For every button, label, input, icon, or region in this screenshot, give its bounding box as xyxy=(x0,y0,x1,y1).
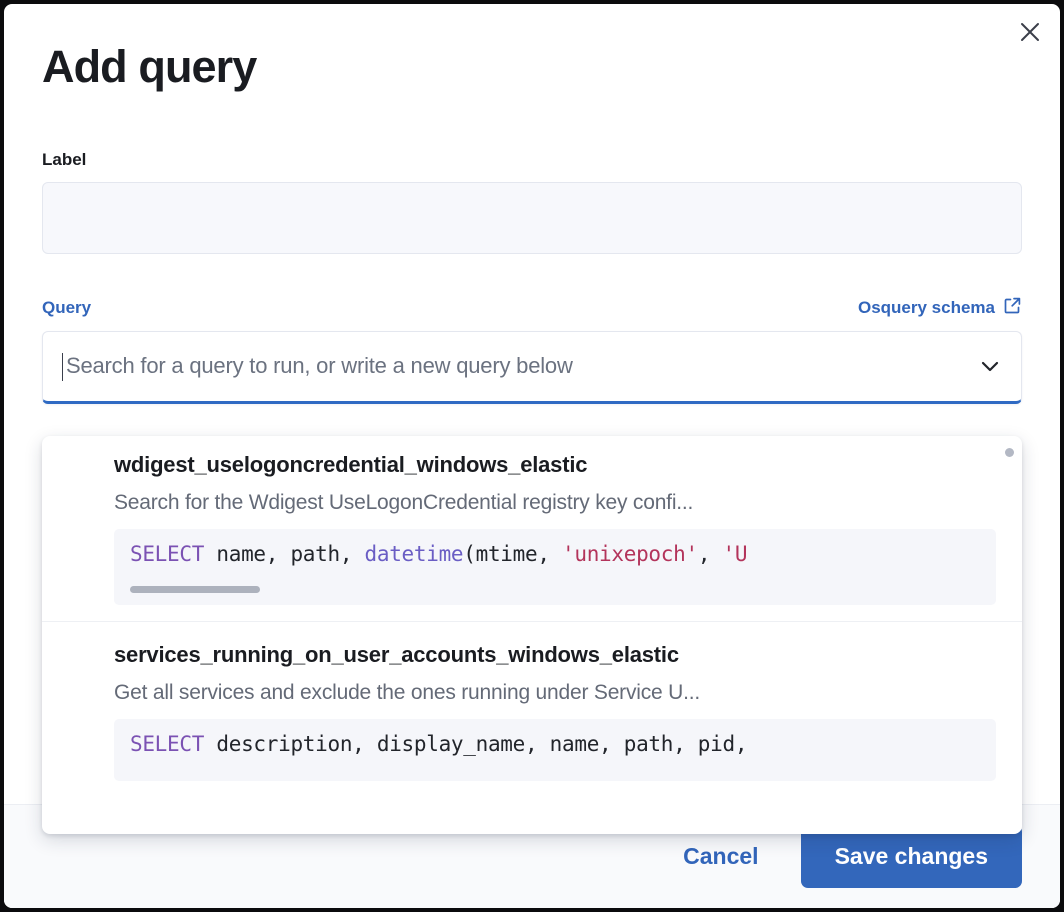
add-query-modal: Add query Label Query Osquery schema xyxy=(4,4,1060,908)
list-item[interactable]: services_running_on_user_accounts_window… xyxy=(42,621,1022,781)
close-icon-button[interactable] xyxy=(1012,14,1048,50)
query-combobox-wrapper: Search for a query to run, or write a ne… xyxy=(42,330,1022,404)
option-description: Get all services and exclude the ones ru… xyxy=(114,681,701,704)
dropdown-scroll-indicator[interactable] xyxy=(1005,448,1014,457)
save-changes-button[interactable]: Save changes xyxy=(800,825,1022,888)
label-input[interactable] xyxy=(42,181,1022,254)
page-title: Add query xyxy=(42,41,257,92)
code-line: SELECT description, display_name, name, … xyxy=(130,732,748,756)
osquery-schema-link-label: Osquery schema xyxy=(857,297,995,317)
modal-header: Add query xyxy=(4,4,1060,92)
query-section-header: Query Osquery schema xyxy=(42,296,1022,320)
option-title: wdigest_uselogoncredential_windows_elast… xyxy=(114,452,588,477)
label-field-label: Label xyxy=(42,149,87,169)
code-line: SELECT name, path, datetime(mtime, 'unix… xyxy=(130,542,748,566)
modal-body: Label Query Osquery schema Search for a … xyxy=(4,150,1060,404)
option-code-preview: SELECT name, path, datetime(mtime, 'unix… xyxy=(114,529,996,605)
option-title: services_running_on_user_accounts_window… xyxy=(114,642,679,667)
code-horizontal-scrollbar[interactable] xyxy=(130,586,260,593)
close-icon xyxy=(1019,21,1041,43)
query-label[interactable]: Query xyxy=(42,297,92,317)
external-link-icon xyxy=(1003,296,1022,320)
cancel-button[interactable]: Cancel xyxy=(665,831,776,882)
option-code-preview: SELECT description, display_name, name, … xyxy=(114,719,996,781)
query-combobox[interactable]: Search for a query to run, or write a ne… xyxy=(42,330,1022,404)
query-options-dropdown[interactable]: wdigest_uselogoncredential_windows_elast… xyxy=(42,436,1022,834)
list-item[interactable]: wdigest_uselogoncredential_windows_elast… xyxy=(42,436,1022,605)
chevron-down-icon[interactable] xyxy=(977,353,1003,379)
text-caret xyxy=(62,353,63,381)
option-description: Search for the Wdigest UseLogonCredentia… xyxy=(114,491,694,514)
osquery-schema-link[interactable]: Osquery schema xyxy=(858,296,1022,320)
query-combobox-placeholder: Search for a query to run, or write a ne… xyxy=(66,353,573,378)
